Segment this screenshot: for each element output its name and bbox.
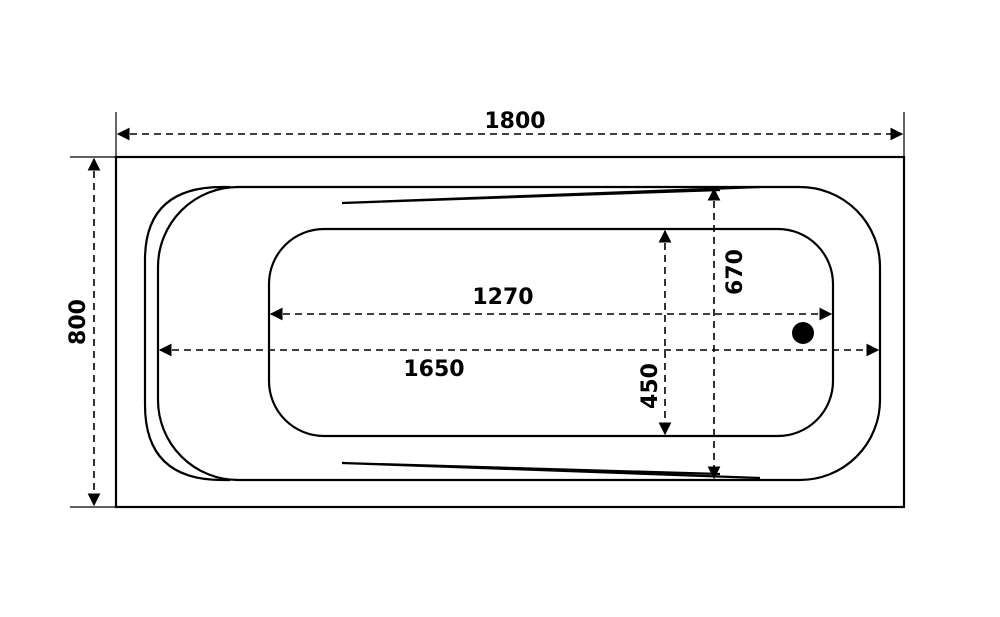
tub-bottom xyxy=(267,227,835,438)
armrest-top xyxy=(341,185,761,205)
label-bottom-length: 1270 xyxy=(472,285,533,310)
label-overall-length: 1800 xyxy=(484,109,545,134)
label-overall-width: 800 xyxy=(66,299,91,345)
drain-hole xyxy=(792,322,814,344)
outer-frame xyxy=(114,155,906,509)
rim-outer-left-edge xyxy=(143,185,230,482)
label-inner-rim-width: 670 xyxy=(723,249,748,295)
armrest-bottom xyxy=(341,461,761,480)
inner-rim xyxy=(156,185,882,482)
label-bottom-width: 450 xyxy=(638,363,663,409)
label-inner-rim-length: 1650 xyxy=(403,357,464,382)
